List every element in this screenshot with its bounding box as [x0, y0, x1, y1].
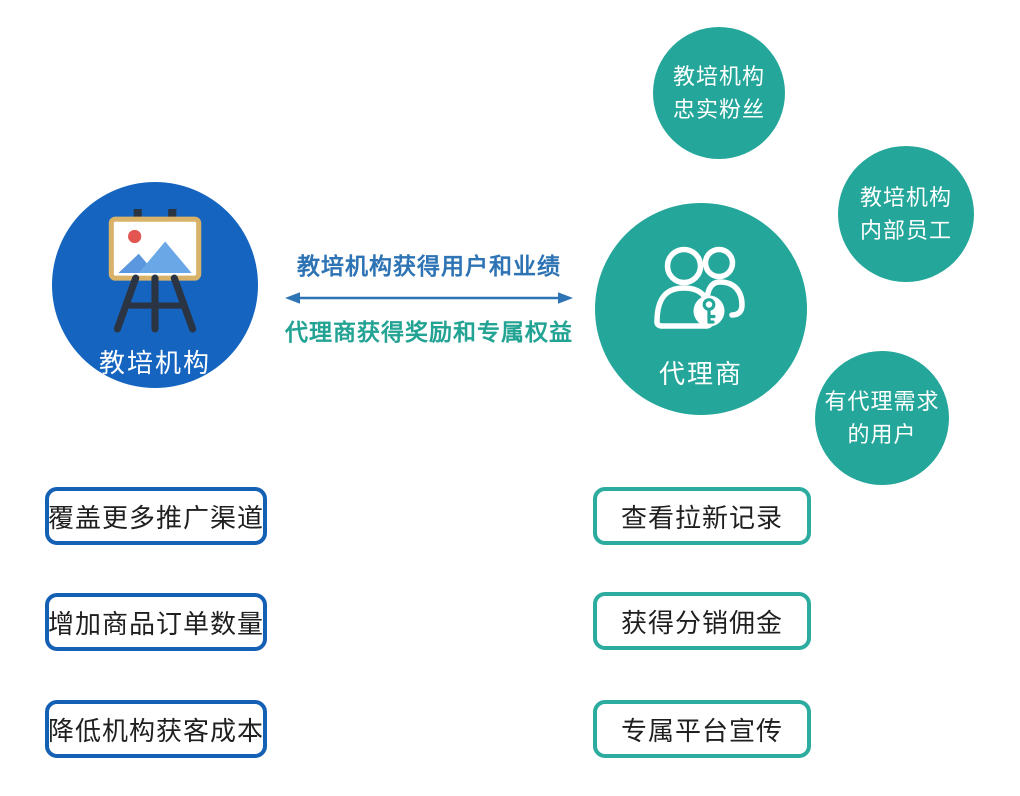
double-arrow-icon — [285, 292, 573, 304]
institution-benefit-box: 覆盖更多推广渠道 — [45, 487, 267, 545]
agent-source-line: 忠实粉丝 — [672, 97, 765, 122]
institution-circle: 教培机构 — [52, 182, 258, 388]
agent-label: 代理商 — [658, 359, 743, 389]
agent-source-line: 教培机构 — [859, 185, 952, 210]
agent-source-line: 教培机构 — [672, 64, 765, 89]
agent-source-fans: 教培机构 忠实粉丝 — [653, 27, 785, 159]
people-with-key-icon — [645, 241, 757, 342]
institution-benefit-box: 降低机构获客成本 — [45, 700, 267, 758]
agent-benefit-box: 查看拉新记录 — [593, 487, 811, 545]
exchange-bottom-label: 代理商获得奖励和专属权益 — [285, 319, 573, 345]
agent-circle: 代理商 — [595, 203, 807, 415]
institution-benefit-box: 增加商品订单数量 — [45, 593, 267, 651]
agent-source-line: 有代理需求 — [824, 389, 940, 414]
exchange-top-label: 教培机构获得用户和业绩 — [297, 253, 561, 279]
agent-benefit-box: 专属平台宣传 — [593, 700, 811, 758]
agent-source-users: 有代理需求 的用户 — [815, 351, 949, 485]
institution-label: 教培机构 — [98, 348, 211, 378]
easel-whiteboard-icon — [103, 209, 207, 338]
agent-source-line: 内部员工 — [859, 218, 952, 243]
exchange-block: 教培机构获得用户和业绩 代理商获得奖励和专属权益 — [283, 247, 575, 347]
agent-source-staff: 教培机构 内部员工 — [838, 146, 974, 282]
agent-source-line: 的用户 — [847, 422, 917, 447]
agent-benefit-box: 获得分销佣金 — [593, 592, 811, 650]
